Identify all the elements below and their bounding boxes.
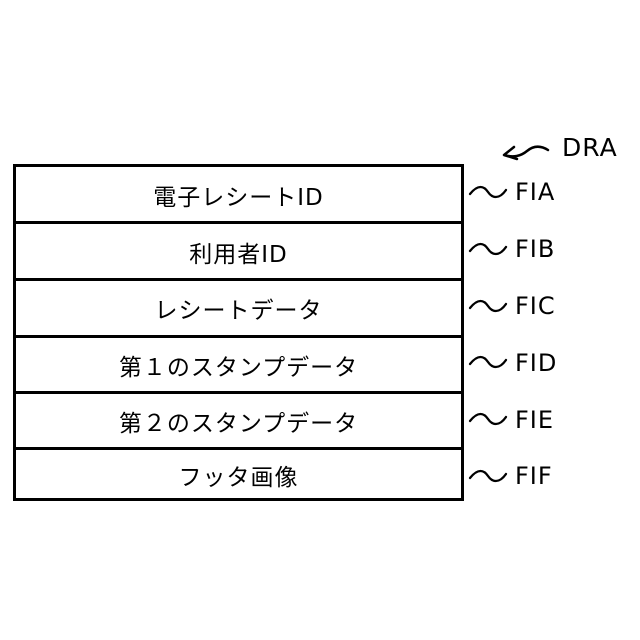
row-leaders — [470, 187, 506, 481]
data-record-table: 電子レシートID 利用者ID レシートデータ 第１のスタンプデータ 第２のスタン… — [13, 164, 464, 501]
field-ref-fie: FIE — [515, 406, 554, 434]
field-ref-fic: FIC — [515, 292, 556, 320]
field-ref-fib: FIB — [515, 235, 555, 263]
field-label: 第２のスタンプデータ — [119, 404, 358, 438]
field-ref-fia: FIA — [515, 178, 555, 206]
field-row-fia: 電子レシートID — [16, 167, 461, 223]
field-row-fib: 利用者ID — [16, 224, 461, 280]
diagram-reference-label: DRA — [562, 133, 618, 162]
field-row-fif: フッタ画像 — [16, 447, 461, 503]
row-leader-tilde — [470, 244, 506, 254]
field-ref-fid: FID — [515, 349, 557, 377]
row-leader-tilde — [470, 357, 506, 367]
field-row-fie: 第２のスタンプデータ — [16, 393, 461, 449]
field-ref-fif: FIF — [515, 462, 553, 490]
row-leader-tilde — [470, 414, 506, 424]
field-label: 第１のスタンプデータ — [119, 348, 358, 382]
row-leader-tilde — [470, 471, 506, 481]
dra-arrowhead — [504, 147, 517, 159]
row-leader-tilde — [470, 301, 506, 311]
field-label: 利用者ID — [189, 235, 288, 269]
field-label: フッタ画像 — [179, 458, 299, 492]
row-leader-tilde — [470, 187, 506, 197]
field-row-fid: 第１のスタンプデータ — [16, 337, 461, 393]
field-row-fic: レシートデータ — [16, 280, 461, 336]
field-label: 電子レシートID — [153, 178, 324, 212]
field-label: レシートデータ — [155, 291, 323, 325]
